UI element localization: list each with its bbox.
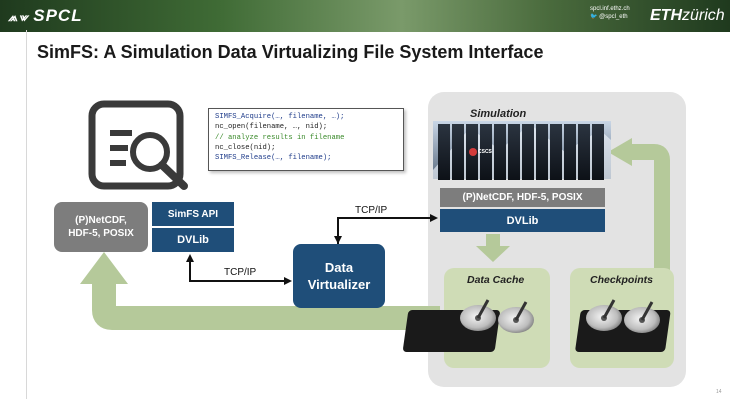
eth-logo: ETHzürich: [650, 7, 725, 24]
code-snippet: SIMFS_Acquire(…, filename, …); nc_open(f…: [208, 108, 404, 171]
connector-client-virtualizer: [186, 254, 292, 285]
header-bar: [0, 0, 730, 32]
cscs-logo: CSCS: [478, 149, 492, 155]
search-document-icon: [88, 100, 188, 190]
code-line-open: nc_open(filename, …, nid);: [215, 123, 328, 132]
contact-info: spcl.inf.ethz.ch 🐦 @spcl_eth: [590, 5, 630, 21]
code-line-acquire: SIMFS_Acquire(…, filename, …);: [215, 113, 345, 121]
slide-divider: [26, 30, 27, 399]
connector-virtualizer-simulation: [334, 214, 438, 244]
tcp-label-top: TCP/IP: [355, 205, 388, 216]
simfs-api-box: SimFS API: [152, 202, 234, 226]
simulation-io-libraries: (P)NetCDF, HDF-5, POSIX: [440, 188, 605, 207]
checkpoints-label: Checkpoints: [590, 274, 654, 286]
page-number: 14: [716, 389, 722, 395]
client-io-libraries: (P)NetCDF, HDF-5, POSIX: [54, 202, 148, 252]
return-arrow: [80, 252, 440, 330]
cache-arrow: [476, 234, 510, 262]
simulation-label: Simulation: [470, 108, 527, 120]
data-virtualizer-box: Data Virtualizer: [293, 244, 385, 308]
twitter-handle: 🐦 @spcl_eth: [590, 14, 628, 20]
website-text: spcl.inf.ethz.ch: [590, 6, 630, 12]
hard-disk-icon: [575, 299, 671, 352]
data-cache-label: Data Cache: [467, 274, 525, 286]
hard-disk-icon: [403, 299, 534, 352]
spcl-logo-mark-icon: ⩕⩖: [8, 10, 34, 24]
twitter-icon: 🐦: [590, 14, 600, 20]
code-line-close: nc_close(nid);: [215, 143, 276, 152]
tcp-label-bottom: TCP/IP: [224, 267, 257, 278]
supercomputer-image: [433, 121, 611, 180]
client-dvlib-box: DVLib: [152, 228, 234, 252]
checkpoint-arrow: [608, 138, 670, 270]
code-line-release: SIMFS_Release(…, filename);: [215, 154, 332, 163]
spcl-logo-text: SPCL: [33, 6, 83, 25]
code-line-comment: // analyze results in filename: [215, 133, 345, 142]
slide-title: SimFS: A Simulation Data Virtualizing Fi…: [37, 42, 544, 62]
spcl-logo: ⩕⩖ SPCL: [8, 6, 83, 26]
simulation-dvlib-box: DVLib: [440, 209, 605, 232]
